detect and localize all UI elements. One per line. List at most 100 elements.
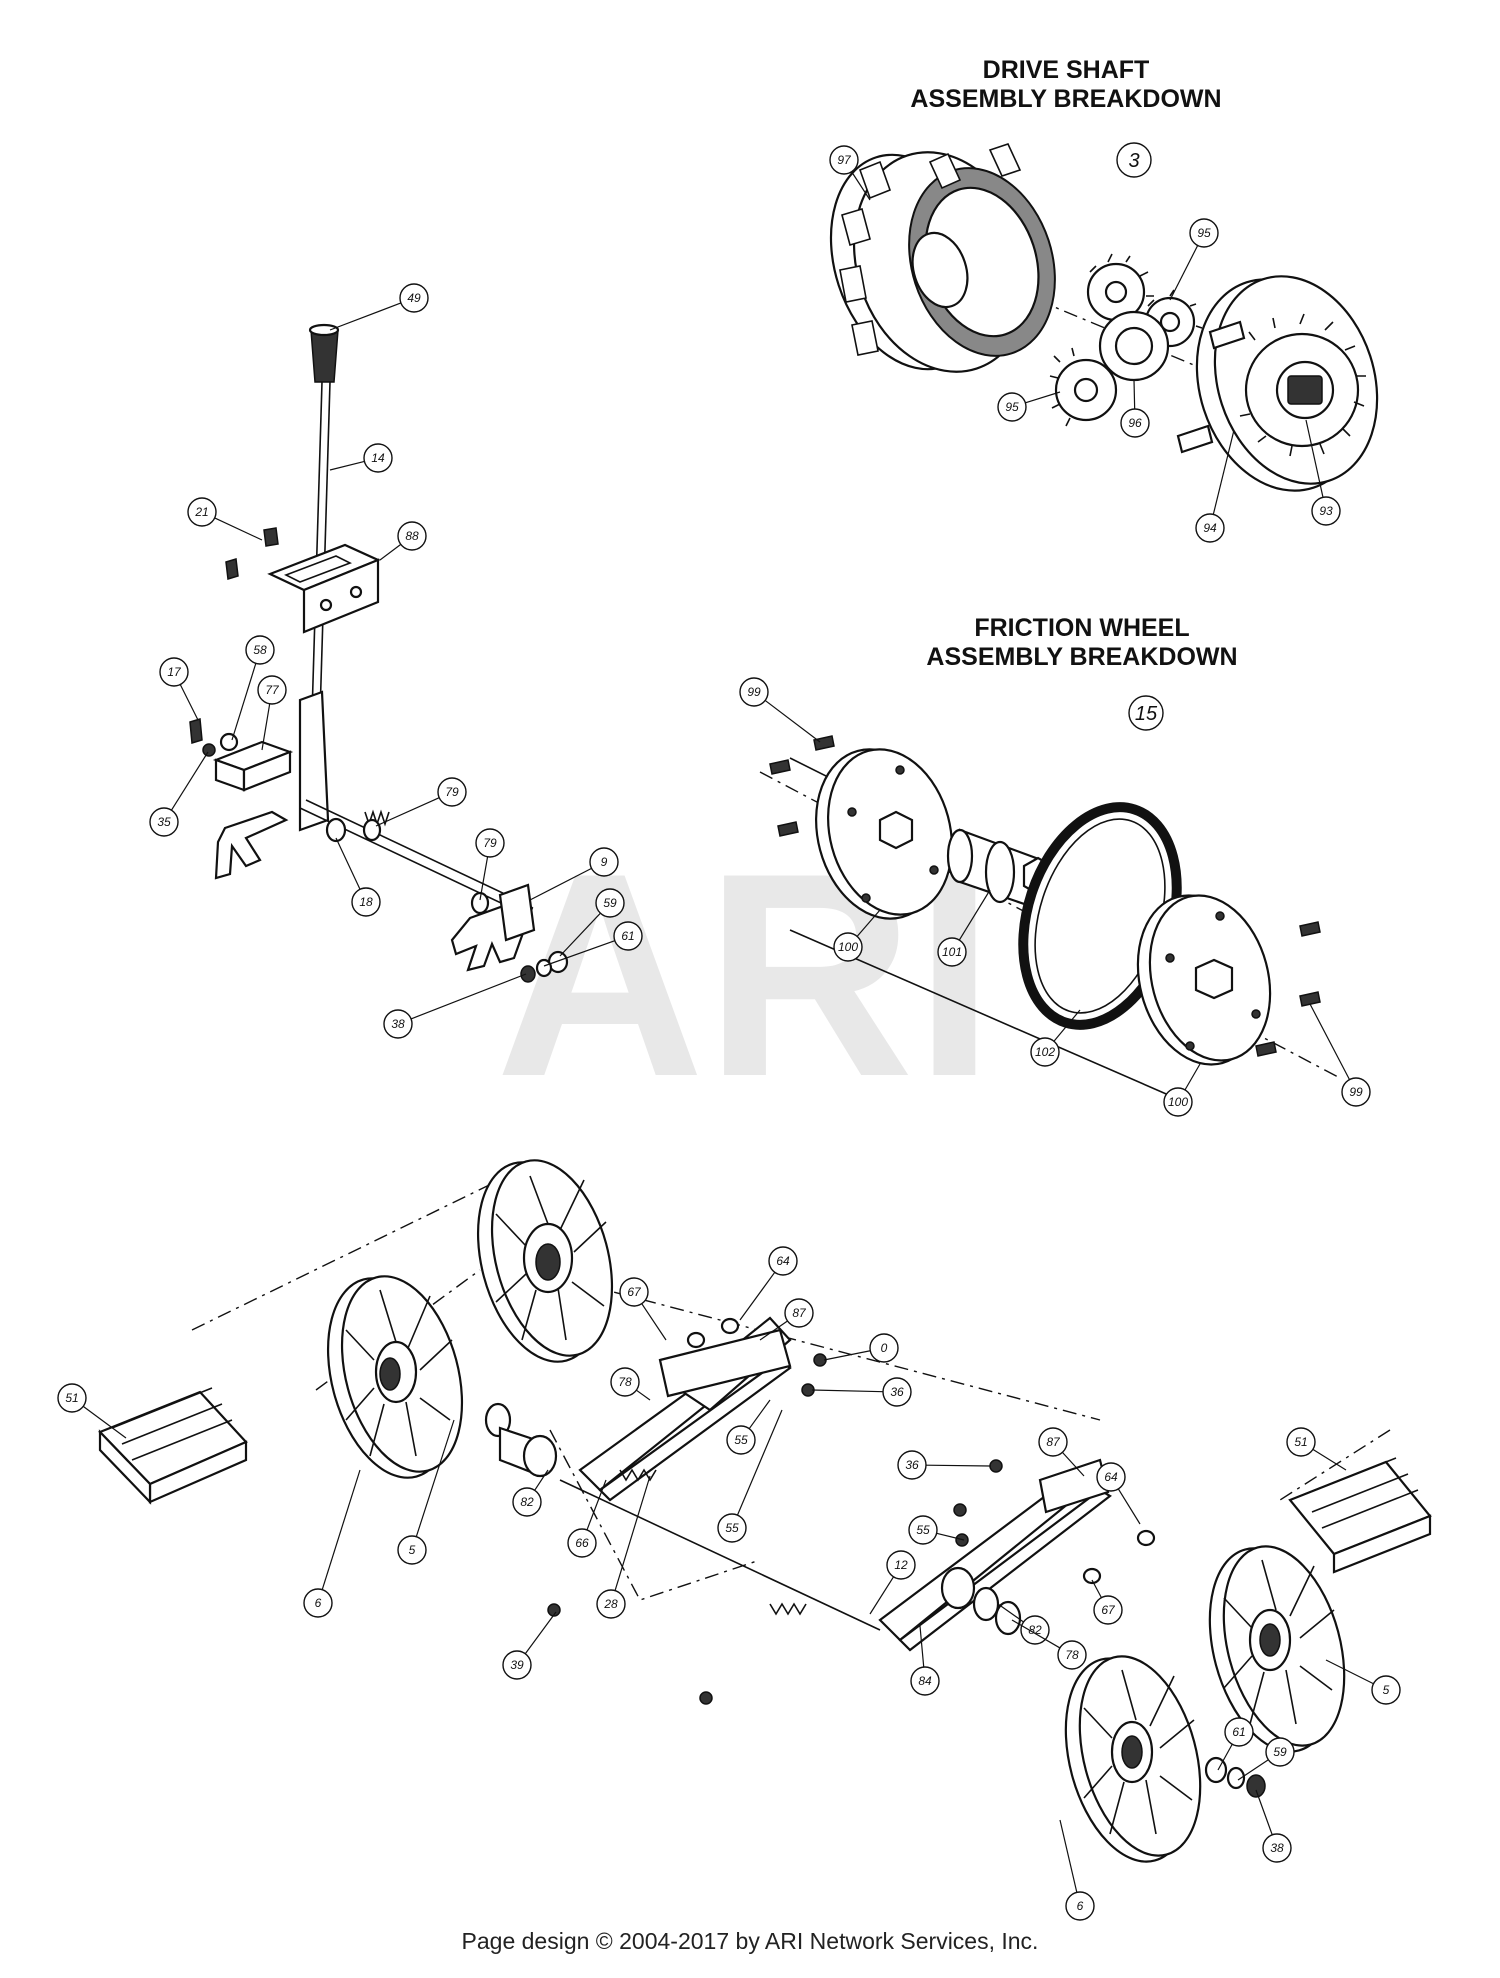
callout-79: 79 [475, 828, 505, 901]
callout-14: 14 [329, 443, 393, 473]
callout-number: 9 [601, 855, 608, 869]
callout-58: 58 [231, 635, 275, 741]
callout-number: 49 [407, 291, 421, 305]
callout-93: 93 [1305, 419, 1341, 526]
callout-number: 36 [890, 1385, 904, 1399]
callout-number: 35 [157, 815, 171, 829]
callout-number: 64 [1104, 1470, 1118, 1484]
callout-number: 39 [510, 1658, 524, 1672]
shift-lever-assembly [189, 323, 569, 983]
callout-17: 17 [159, 657, 199, 721]
callout-64: 64 [1096, 1462, 1141, 1525]
drive-shaft-title-line1: DRIVE SHAFT [983, 56, 1150, 84]
track-frame-assembly [98, 1159, 1432, 1863]
callout-100: 100 [833, 909, 881, 962]
callout-number: 0 [881, 1341, 888, 1355]
callout-12: 12 [869, 1550, 916, 1615]
friction-wheel-title-line1: FRICTION WHEEL [974, 614, 1189, 642]
callout-97: 97 [829, 145, 871, 201]
callout-0: 0 [823, 1333, 899, 1363]
callout-number: 95 [1197, 226, 1211, 240]
callout-number: 79 [483, 836, 497, 850]
callout-number: 61 [621, 929, 634, 943]
callout-number: 14 [371, 451, 385, 465]
callout-number: 6 [315, 1596, 322, 1610]
callout-5: 5 [1325, 1659, 1401, 1705]
callout-78: 78 [610, 1367, 651, 1401]
callout-number: 6 [1077, 1899, 1084, 1913]
callout-79: 79 [375, 777, 467, 827]
callout-number: 5 [409, 1543, 416, 1557]
callout-number: 36 [905, 1458, 919, 1472]
callout-61: 61 [1217, 1717, 1254, 1771]
footer-copyright: Page design © 2004-2017 by ARI Network S… [461, 1928, 1039, 1954]
callout-number: 95 [1005, 400, 1019, 414]
callout-number: 18 [359, 895, 373, 909]
callout-number: 59 [603, 896, 617, 910]
callout-55: 55 [726, 1399, 771, 1455]
callout-number: 38 [1270, 1841, 1284, 1855]
callout-number: 100 [1168, 1095, 1188, 1109]
callout-number: 55 [734, 1433, 748, 1447]
callout-number: 51 [65, 1391, 78, 1405]
callout-number: 99 [747, 685, 761, 699]
callout-9: 9 [529, 847, 619, 901]
callout-36: 36 [897, 1450, 991, 1480]
callout-39: 39 [502, 1611, 557, 1680]
callout-number: 67 [1101, 1603, 1116, 1617]
callout-number: 87 [1046, 1435, 1061, 1449]
callout-number: 87 [792, 1306, 807, 1320]
callout-number: 96 [1128, 416, 1142, 430]
callout-61: 61 [543, 921, 643, 967]
callout-number: 88 [405, 529, 419, 543]
callout-number: 99 [1349, 1085, 1363, 1099]
callout-5: 5 [397, 1419, 455, 1565]
callout-95: 95 [1169, 218, 1219, 301]
drive-shaft-assembly [829, 143, 1379, 492]
callout-59: 59 [1237, 1737, 1295, 1781]
callout-38: 38 [1255, 1789, 1292, 1863]
callout-number: 21 [194, 505, 208, 519]
callout-number: 77 [265, 683, 280, 697]
callout-number: 67 [627, 1285, 642, 1299]
callout-number: 55 [725, 1521, 739, 1535]
callout-number: 84 [918, 1674, 932, 1688]
callout-number: 61 [1232, 1725, 1245, 1739]
callout-number: 93 [1319, 504, 1333, 518]
callout-99: 99 [1309, 1003, 1371, 1107]
callout-84: 84 [910, 1625, 940, 1696]
callout-6: 6 [1059, 1819, 1095, 1921]
callout-36: 36 [811, 1377, 912, 1407]
callout-21: 21 [187, 497, 263, 541]
callout-number: 5 [1383, 1683, 1390, 1697]
callout-number: 64 [776, 1254, 790, 1268]
friction-wheel-assembly [759, 735, 1341, 1101]
callout-88: 88 [379, 521, 427, 561]
callout-number: 66 [575, 1536, 589, 1550]
callout-87: 87 [1038, 1427, 1085, 1477]
callout-38: 38 [383, 973, 527, 1039]
callout-number: 94 [1203, 521, 1217, 535]
callout-18: 18 [335, 837, 381, 917]
callout-number: 79 [445, 785, 459, 799]
callout-labels: 4914218817587735791879959613897959596949… [57, 145, 1401, 1921]
callout-6: 6 [303, 1469, 361, 1618]
svg-text:15: 15 [1135, 703, 1158, 725]
callout-51: 51 [57, 1383, 127, 1439]
callout-101: 101 [937, 889, 991, 967]
callout-28: 28 [596, 1475, 651, 1619]
callout-number: 12 [894, 1558, 908, 1572]
callout-35: 35 [149, 751, 209, 837]
callout-49: 49 [329, 283, 429, 331]
callout-number: 97 [837, 153, 852, 167]
callout-78: 78 [1011, 1619, 1087, 1670]
callout-number: 38 [391, 1017, 405, 1031]
callout-67: 67 [619, 1277, 667, 1341]
svg-text:3: 3 [1128, 150, 1139, 172]
drive-shaft-title-line2: ASSEMBLY BREAKDOWN [910, 85, 1221, 113]
friction-wheel-section-ref: 15 [1128, 695, 1164, 731]
callout-number: 55 [916, 1523, 930, 1537]
callout-67: 67 [1091, 1579, 1123, 1625]
callout-64: 64 [739, 1246, 798, 1321]
